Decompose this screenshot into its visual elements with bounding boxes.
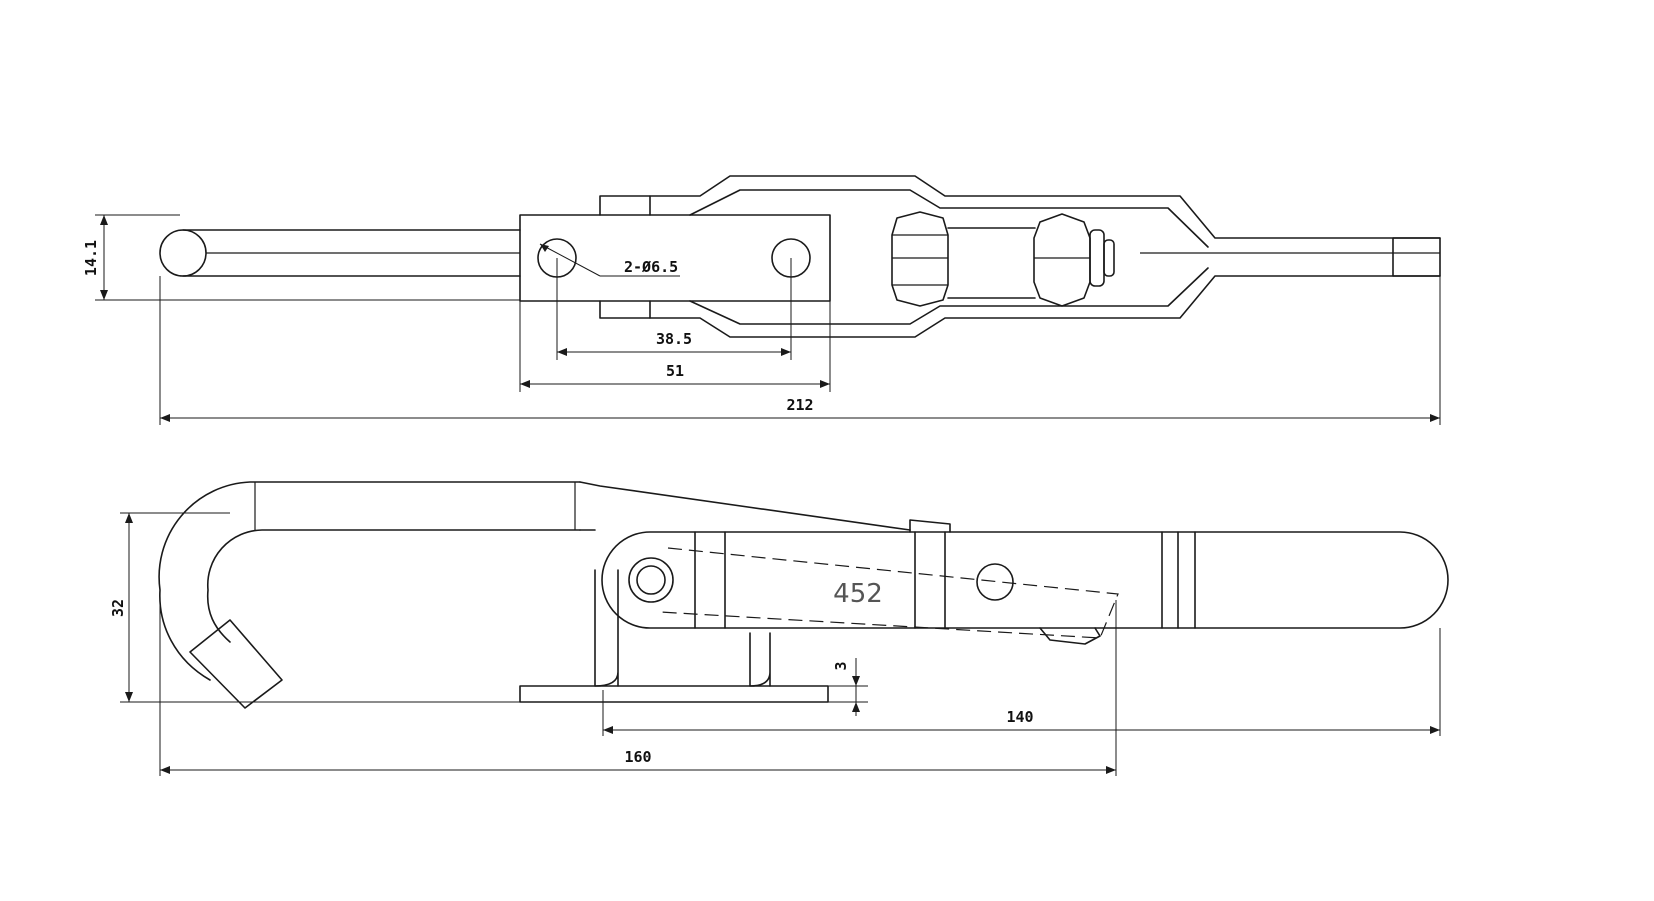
lever-lower-inner: [689, 267, 1209, 325]
dim-handle-reach-label: 140: [1006, 708, 1033, 726]
lever-upper-inner: [689, 189, 1209, 248]
dim-height-label: 14.1: [82, 240, 100, 276]
dim-base-width: 51: [519, 301, 831, 392]
hex-nut-right: [1033, 213, 1115, 307]
dim-hook-reach-label: 160: [624, 748, 651, 766]
part-number: 452: [833, 579, 883, 609]
dim-handle-reach: 140: [602, 628, 1441, 736]
base-riser-left: [594, 569, 619, 687]
dim-base-thickness: 3: [828, 658, 868, 716]
dim-hook-height-label: 32: [109, 599, 127, 617]
dim-hook-reach: 160: [159, 600, 1117, 776]
dim-base-width-label: 51: [666, 362, 684, 380]
hole-note-label: 2-Ø6.5: [624, 258, 678, 276]
side-view: 452 32 3 140: [109, 481, 1449, 776]
pivot-hole-right: [976, 563, 1014, 601]
flange-outline: [599, 195, 651, 319]
top-view: 14.1 2-Ø6.5 38.5 51: [82, 175, 1441, 425]
base-plate: [519, 214, 831, 302]
dim-hook-height: 32: [109, 512, 520, 703]
dim-overall: 212: [159, 276, 1441, 425]
dim-height-top: 14.1: [82, 214, 520, 301]
handle-body: [601, 531, 1449, 629]
handle-clip: [909, 519, 951, 533]
lever-lower-profile: [649, 275, 1441, 338]
dim-overall-label: 212: [786, 396, 813, 414]
pivot-outer: [628, 557, 674, 603]
hex-nut-left: [891, 211, 949, 307]
dim-base-thickness-label: 3: [832, 661, 850, 670]
dim-hole-spacing-label: 38.5: [656, 330, 692, 348]
hook-outer: [158, 481, 581, 681]
base-riser-right: [749, 632, 771, 687]
latch-clip: [1039, 627, 1101, 645]
hook-inner: [206, 529, 581, 643]
hook-arm: [579, 481, 911, 531]
pivot-inner: [636, 565, 666, 595]
dim-hole-spacing: 38.5: [556, 258, 792, 360]
handle-end: [1392, 237, 1441, 277]
hole-callout: 2-Ø6.5: [539, 243, 680, 277]
lever-upper-profile: [649, 175, 1441, 239]
hidden-link: [659, 547, 1119, 639]
hook-tip: [189, 619, 283, 709]
